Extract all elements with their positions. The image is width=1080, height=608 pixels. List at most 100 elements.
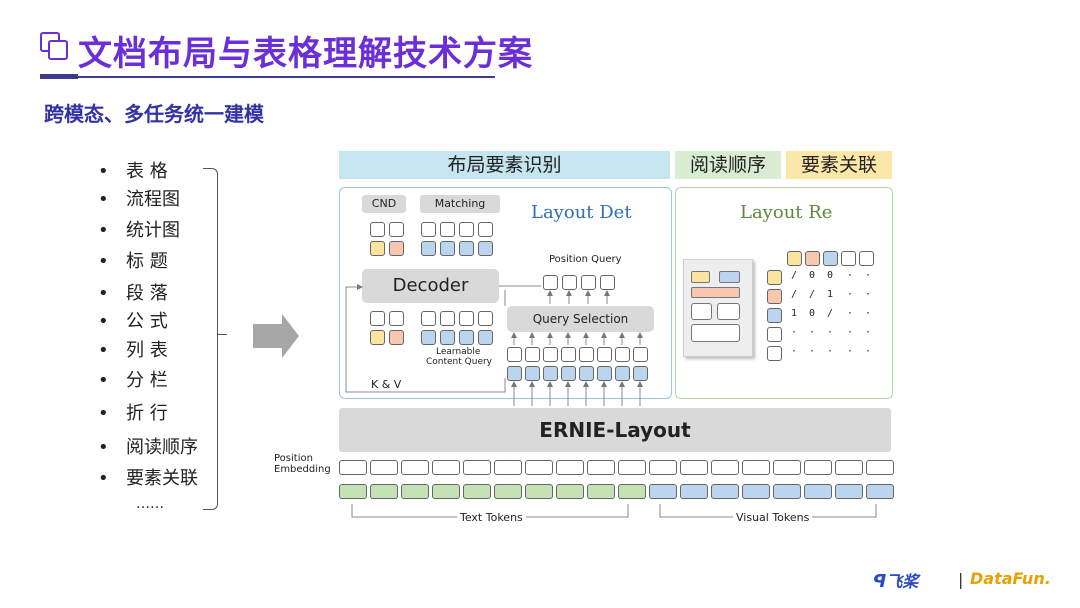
query-square [389, 241, 404, 256]
text-tokens-label: Text Tokens [457, 511, 526, 524]
position-token [649, 460, 677, 475]
query-square [421, 241, 436, 256]
list-item: •列 表 [98, 340, 168, 361]
list-item: •折 行 [98, 403, 168, 424]
position-token [680, 460, 708, 475]
query-square [421, 222, 436, 237]
layout-det-title: Layout Det [531, 202, 632, 223]
logo-separator: | [958, 570, 964, 589]
title-divider [40, 76, 495, 78]
doc-region [717, 303, 740, 320]
query-square [370, 222, 385, 237]
matching-label: Matching [420, 195, 500, 213]
encoder-square [525, 366, 540, 381]
encoder-square [597, 347, 612, 362]
list-item: •公 式 [98, 311, 168, 332]
query-square [389, 222, 404, 237]
doc-region [719, 271, 740, 283]
list-brace [203, 168, 218, 510]
position-token [587, 460, 615, 475]
list-item: •阅读顺序 [98, 437, 198, 458]
relation-square [841, 251, 856, 266]
visual-token [804, 484, 832, 499]
encoder-square [579, 366, 594, 381]
encoder-square [561, 366, 576, 381]
position-token [432, 460, 460, 475]
visual-token [711, 484, 739, 499]
list-item: •表 格 [98, 161, 168, 182]
position-token [494, 460, 522, 475]
page-title: 文档布局与表格理解技术方案 [78, 34, 533, 74]
query-square [459, 311, 474, 326]
visual-tokens-label: Visual Tokens [733, 511, 813, 524]
encoder-square [579, 347, 594, 362]
list-item: •流程图 [98, 189, 180, 210]
text-token [618, 484, 646, 499]
query-square [478, 330, 493, 345]
encoder-square [633, 347, 648, 362]
query-square [370, 330, 385, 345]
query-square [421, 311, 436, 326]
relation-square [767, 327, 782, 342]
list-item: •标 题 [98, 251, 168, 272]
query-square [370, 241, 385, 256]
position-token [339, 460, 367, 475]
datafun-logo: DataFun. [970, 569, 1051, 588]
relation-square [805, 251, 820, 266]
visual-token [835, 484, 863, 499]
encoder-square [615, 366, 630, 381]
visual-token [680, 484, 708, 499]
text-token [401, 484, 429, 499]
query-selection-block: Query Selection [507, 306, 654, 332]
encoder-square [507, 347, 522, 362]
visual-token [866, 484, 894, 499]
relation-square [767, 346, 782, 361]
query-square [370, 311, 385, 326]
ernie-layout-block: ERNIE-Layout [339, 408, 891, 452]
text-token [556, 484, 584, 499]
position-token [804, 460, 832, 475]
title-divider-accent [40, 74, 78, 79]
visual-token [649, 484, 677, 499]
decoder-block: Decoder [362, 269, 499, 303]
list-item: •要素关联 [98, 468, 198, 489]
doc-region [691, 324, 740, 342]
query-square [478, 311, 493, 326]
page-subtitle: 跨模态、多任务统一建模 [44, 102, 264, 126]
position-token [711, 460, 739, 475]
relation-square [823, 251, 838, 266]
list-item: •段 落 [98, 283, 168, 304]
list-item: •分 栏 [98, 370, 168, 391]
text-token [525, 484, 553, 499]
relation-square [767, 289, 782, 304]
position-token [556, 460, 584, 475]
encoder-square [633, 366, 648, 381]
layout-re-title: Layout Re [740, 202, 833, 223]
position-token [618, 460, 646, 475]
cnd-label: CND [362, 195, 406, 213]
list-item: •统计图 [98, 220, 180, 241]
paddle-logo-icon: ꟼ [873, 571, 887, 592]
encoder-square [543, 366, 558, 381]
relation-square [787, 251, 802, 266]
position-query-square [562, 275, 577, 290]
list-brace-tip [217, 334, 227, 336]
encoder-square [615, 347, 630, 362]
kv-label: K & V [371, 378, 402, 391]
text-token [463, 484, 491, 499]
list-ellipsis: …… [136, 496, 164, 512]
relation-square [859, 251, 874, 266]
query-square [478, 222, 493, 237]
position-query-label: Position Query [549, 254, 622, 265]
position-token [866, 460, 894, 475]
doc-region [691, 287, 740, 298]
header-reading-order: 阅读顺序 [675, 151, 781, 179]
learnable-query-label: Learnable [436, 347, 481, 357]
text-token [432, 484, 460, 499]
query-square [440, 311, 455, 326]
doc-region [691, 271, 710, 283]
position-token [835, 460, 863, 475]
position-token [370, 460, 398, 475]
relation-square [767, 270, 782, 285]
relation-square [767, 308, 782, 323]
